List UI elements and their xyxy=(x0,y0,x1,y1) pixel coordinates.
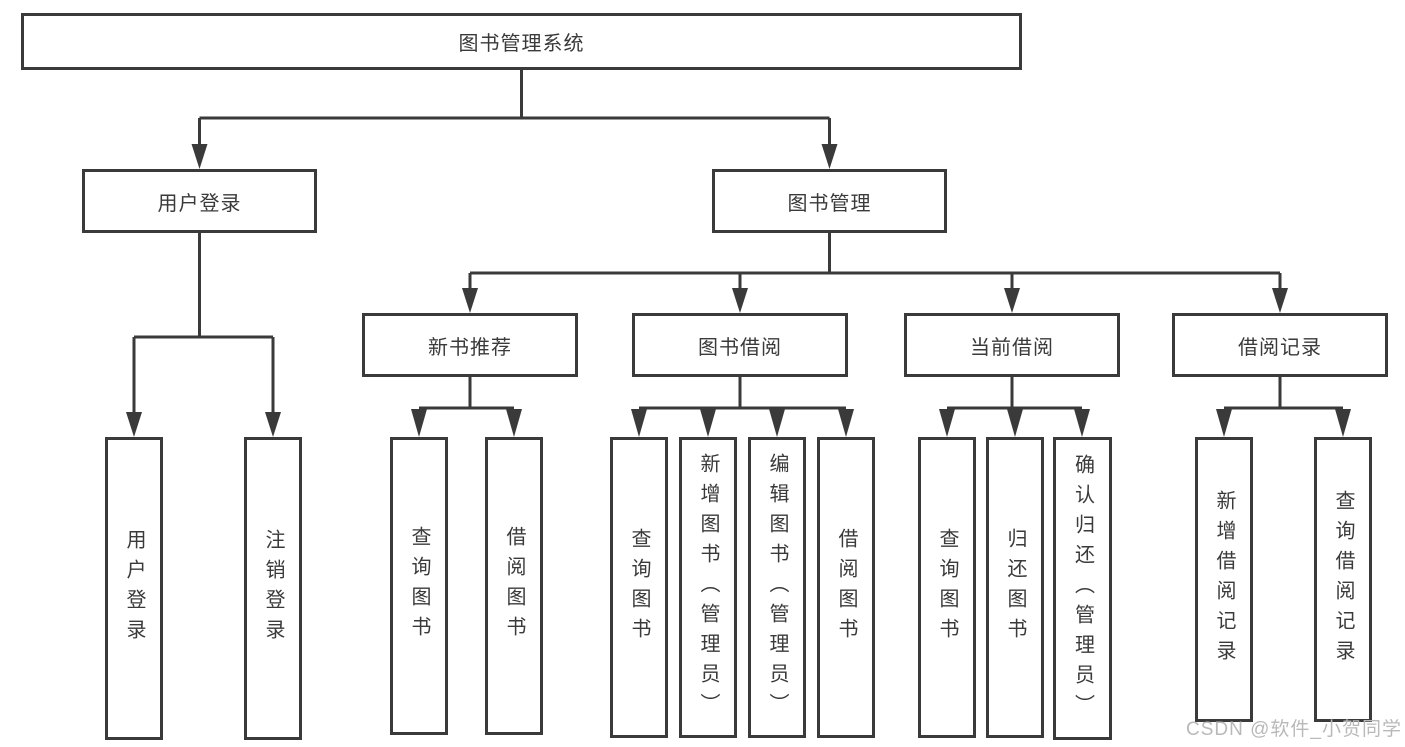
node-bb-edit-books-admin-label: 编辑图书（管理员） xyxy=(766,452,788,723)
node-borrow-records: 借阅记录 xyxy=(1172,313,1388,377)
node-book-management: 图书管理 xyxy=(712,169,947,233)
node-book-borrow: 图书借阅 xyxy=(632,313,848,377)
node-nbr-borrow-books-label: 借阅图书 xyxy=(503,526,525,646)
node-br-query-record-label: 查询借阅记录 xyxy=(1332,489,1354,670)
node-nbr-query-books: 查询图书 xyxy=(390,437,448,735)
csdn-watermark: CSDN @软件_小贺同学 xyxy=(1186,719,1402,740)
arrowheads xyxy=(126,144,1351,437)
node-bb-add-books-admin: 新增图书（管理员） xyxy=(679,437,737,738)
node-current-borrow: 当前借阅 xyxy=(904,313,1120,377)
node-bb-edit-books-admin: 编辑图书（管理员） xyxy=(748,437,806,738)
node-cb-confirm-return-admin-label: 确认归还（管理员） xyxy=(1071,453,1094,724)
node-current-borrow-label: 当前借阅 xyxy=(970,336,1054,359)
node-cb-query-books-label: 查询图书 xyxy=(936,527,958,648)
node-ul-user-login: 用户登录 xyxy=(105,437,163,740)
node-new-book-recommend-label: 新书推荐 xyxy=(428,336,512,359)
node-root-label: 图书管理系统 xyxy=(458,33,585,55)
node-book-management-label: 图书管理 xyxy=(787,192,872,215)
node-bb-borrow-books-label: 借阅图书 xyxy=(835,527,857,648)
node-book-borrow-label: 图书借阅 xyxy=(698,336,782,359)
node-nbr-query-books-label: 查询图书 xyxy=(408,526,430,646)
node-bb-query-books-label: 查询图书 xyxy=(628,527,650,648)
node-cb-query-books: 查询图书 xyxy=(918,437,976,738)
node-bb-borrow-books: 借阅图书 xyxy=(817,437,875,738)
node-user-login: 用户登录 xyxy=(82,169,317,233)
node-nbr-borrow-books: 借阅图书 xyxy=(485,437,543,735)
node-br-add-record-label: 新增借阅记录 xyxy=(1213,489,1235,670)
node-bb-add-books-admin-label: 新增图书（管理员） xyxy=(697,452,719,723)
node-root: 图书管理系统 xyxy=(21,13,1022,70)
node-bb-query-books: 查询图书 xyxy=(610,437,668,738)
node-br-add-record: 新增借阅记录 xyxy=(1195,437,1253,722)
node-br-query-record: 查询借阅记录 xyxy=(1314,437,1372,722)
node-ul-user-login-label: 用户登录 xyxy=(123,528,145,649)
node-borrow-records-label: 借阅记录 xyxy=(1238,336,1322,359)
node-new-book-recommend: 新书推荐 xyxy=(362,313,578,377)
node-cb-return-books: 归还图书 xyxy=(986,437,1044,738)
node-cb-return-books-label: 归还图书 xyxy=(1004,527,1026,648)
node-ul-logout-label: 注销登录 xyxy=(262,528,284,649)
node-cb-confirm-return-admin: 确认归还（管理员） xyxy=(1053,437,1112,740)
node-user-login-label: 用户登录 xyxy=(157,192,242,215)
node-ul-logout: 注销登录 xyxy=(244,437,302,740)
